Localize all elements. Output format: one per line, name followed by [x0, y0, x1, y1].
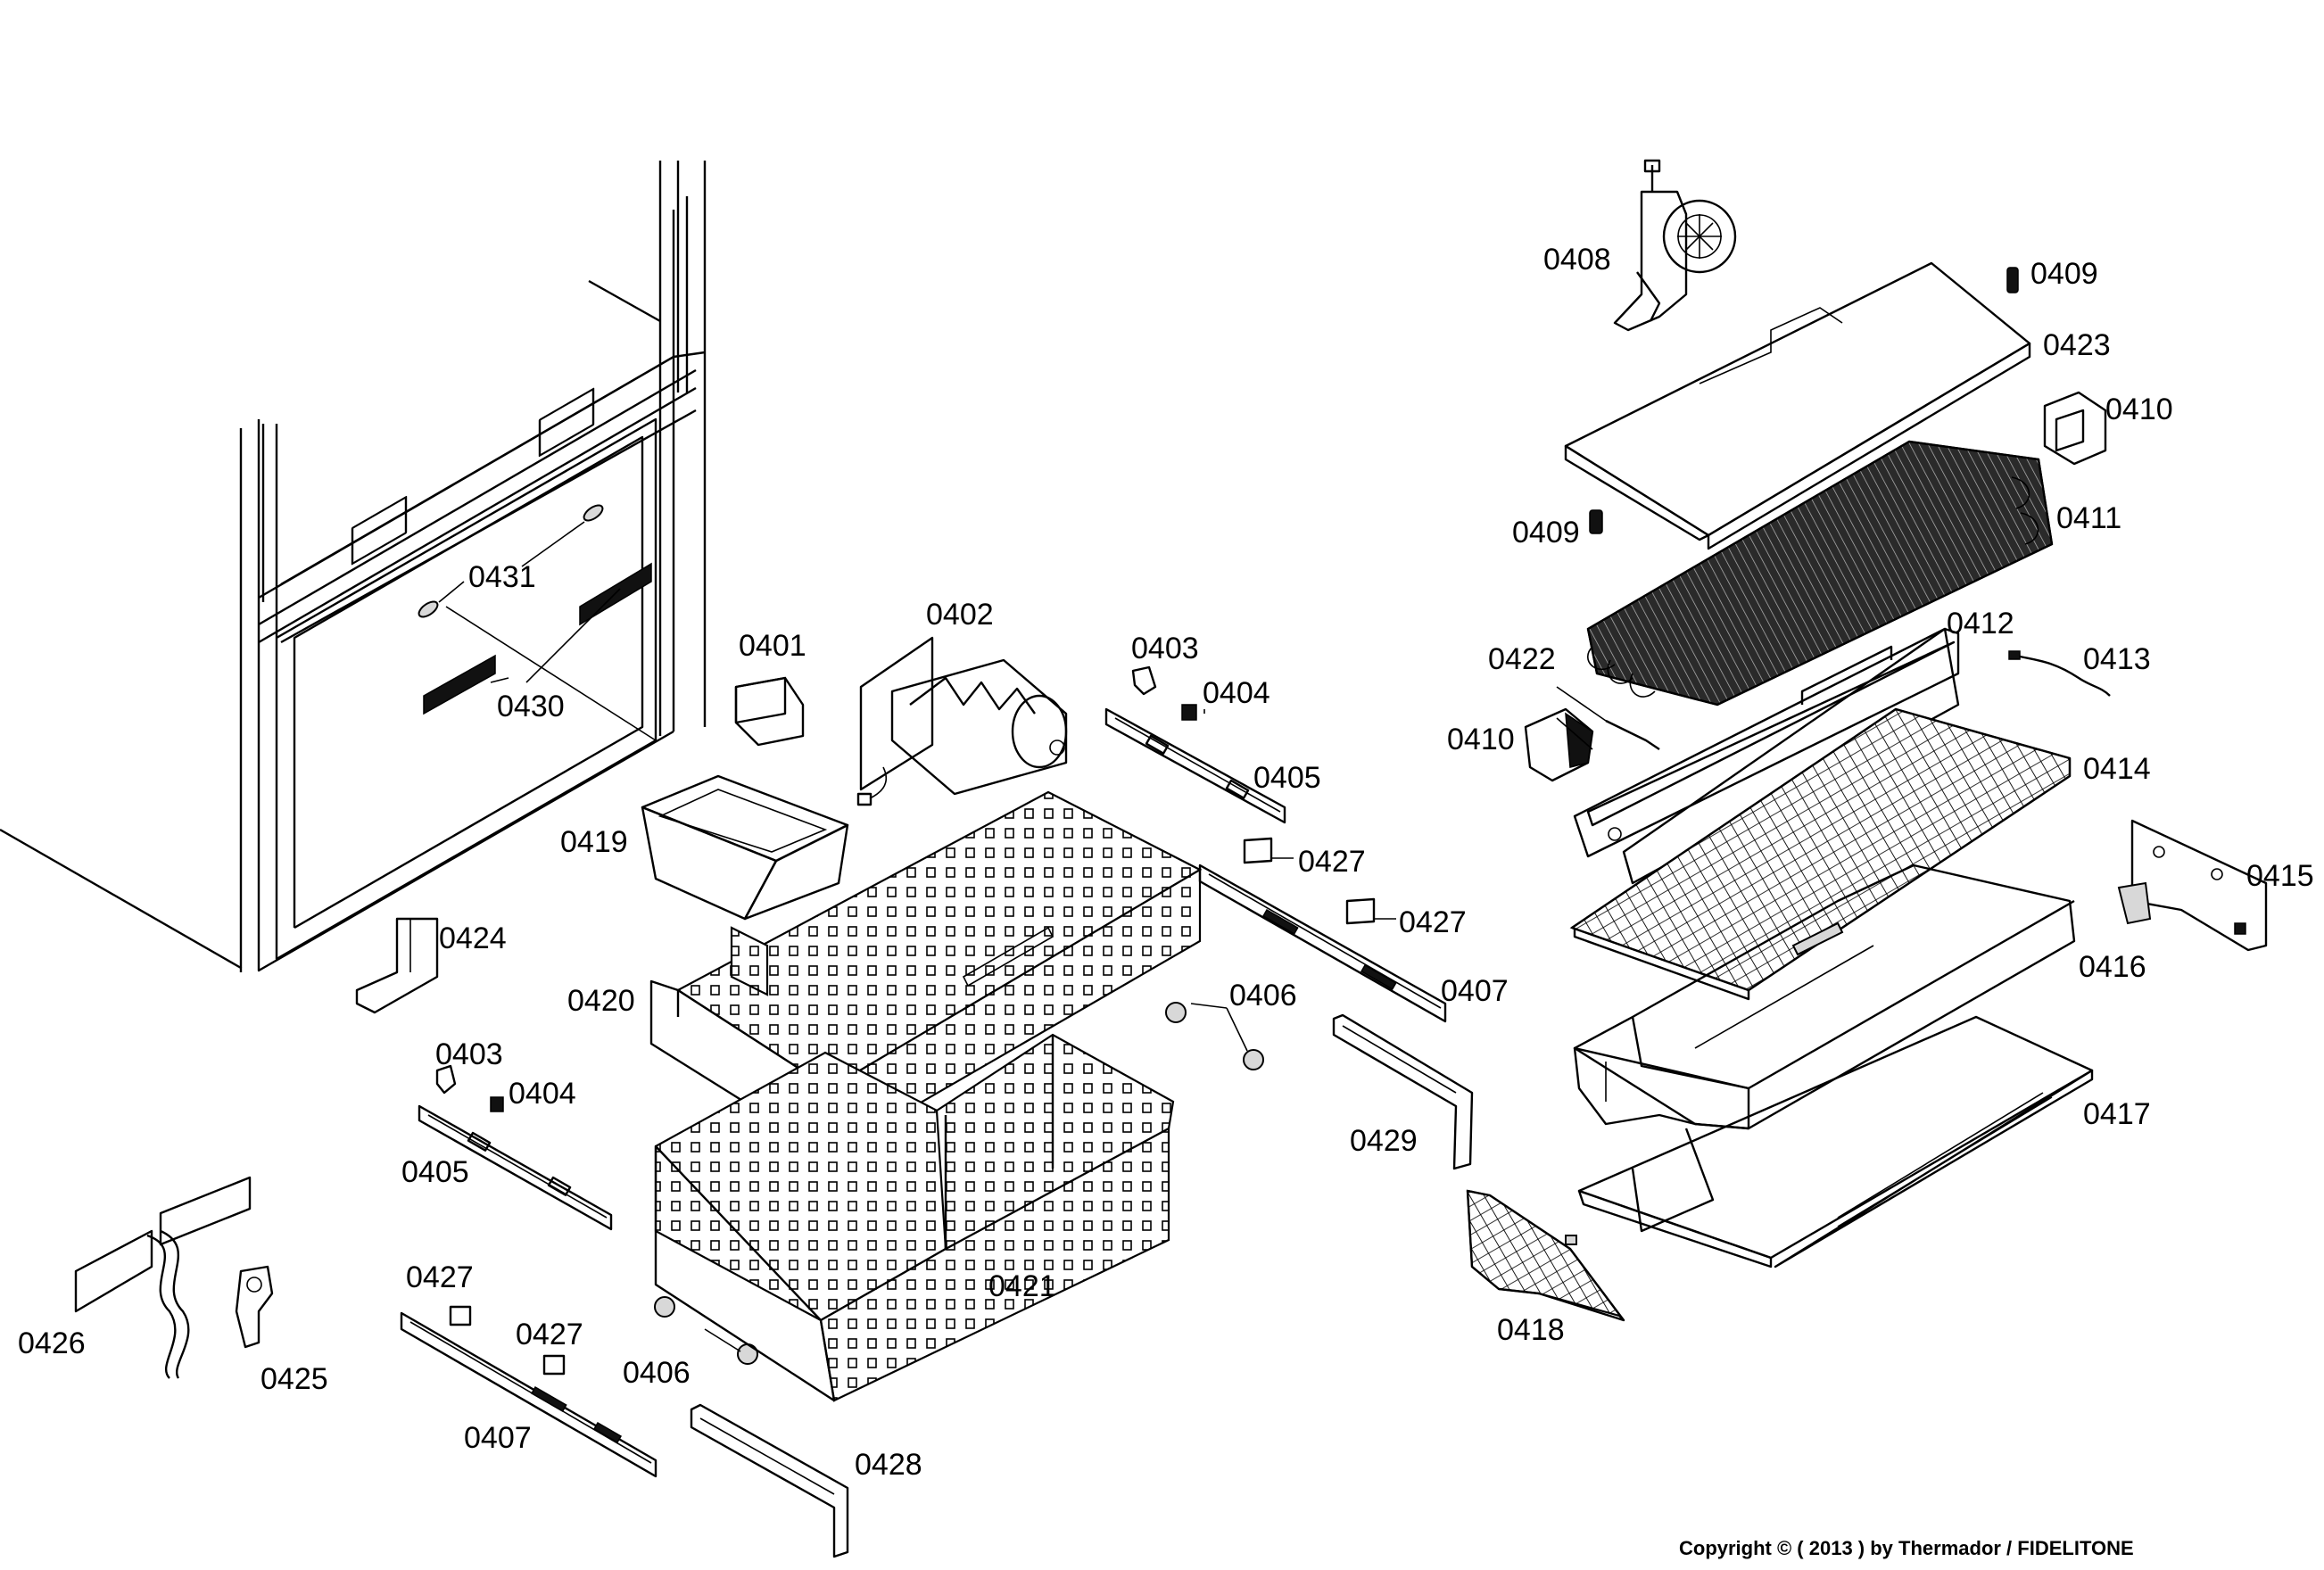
label-0420: 0420 [567, 984, 635, 1018]
part-0423-cover [1564, 261, 2031, 550]
label-0424: 0424 [439, 921, 507, 955]
part-0416-housing [1573, 864, 2076, 1130]
part-0413-sensor [2008, 650, 2111, 697]
part-0409-side [1589, 509, 1603, 534]
part-0404-left [490, 1096, 504, 1112]
label-0403-right: 0403 [1131, 632, 1199, 665]
leader-lines [1203, 709, 1593, 750]
label-0401: 0401 [739, 629, 806, 663]
label-0427-left-b: 0427 [516, 1318, 583, 1351]
label-0410-top: 0410 [2105, 392, 2173, 426]
label-0415: 0415 [2246, 859, 2314, 893]
label-0407-left: 0407 [464, 1421, 532, 1455]
label-0405-right: 0405 [1253, 761, 1321, 795]
part-0430-vents [423, 562, 652, 715]
label-0431: 0431 [468, 560, 536, 594]
part-0427-clips-left [449, 1305, 566, 1376]
part-0425-clip [235, 1265, 274, 1349]
label-0416: 0416 [2079, 950, 2146, 984]
label-0423: 0423 [2043, 328, 2111, 362]
part-0419-bucket [641, 774, 849, 921]
part-0403-left [435, 1064, 457, 1095]
label-0427-left-a: 0427 [406, 1260, 474, 1294]
part-0405-rail-left [418, 1104, 613, 1231]
label-0421: 0421 [988, 1269, 1056, 1303]
label-0419: 0419 [560, 825, 628, 859]
label-0405-left: 0405 [401, 1155, 469, 1189]
label-0427-right-a: 0427 [1298, 845, 1366, 879]
label-0406-right: 0406 [1229, 979, 1297, 1012]
label-0404-left: 0404 [509, 1077, 576, 1111]
part-0426-heater [74, 1176, 252, 1379]
part-0402-icemaker [856, 636, 1068, 806]
label-0409-side: 0409 [1512, 516, 1580, 550]
label-0426: 0426 [18, 1326, 86, 1360]
part-0404-right [1181, 704, 1197, 721]
label-0404-right: 0404 [1203, 676, 1270, 710]
part-0421-lower-basket [654, 1033, 1175, 1402]
part-0403-right [1131, 665, 1157, 696]
part-0428-rail [690, 1403, 849, 1558]
part-0408-fan [1613, 159, 1737, 332]
label-0425: 0425 [261, 1362, 328, 1396]
part-0424-bracket [355, 917, 439, 1014]
label-0413: 0413 [2083, 642, 2151, 676]
part-0431-screws [418, 504, 604, 618]
part-0406-feet [654, 1002, 1264, 1365]
label-0408: 0408 [1543, 243, 1611, 277]
label-0414: 0414 [2083, 752, 2151, 786]
label-0430: 0430 [497, 690, 565, 723]
label-0429: 0429 [1350, 1124, 1418, 1158]
label-0412: 0412 [1947, 607, 2014, 640]
label-0409-top: 0409 [2030, 257, 2098, 291]
part-0409-top [2006, 267, 2019, 293]
part-0429-rail [1332, 1013, 1474, 1170]
part-0405-rail-right [1104, 707, 1286, 824]
part-0407-rail-right [1198, 864, 1447, 1023]
label-0407-right: 0407 [1441, 974, 1509, 1008]
part-0411-evaporator [1586, 440, 2054, 706]
part-labels: 0401 0402 0403 0404 0405 0406 0407 0408 … [18, 243, 2314, 1482]
label-0422: 0422 [1488, 642, 1556, 676]
label-0417: 0417 [2083, 1097, 2151, 1131]
part-0420-upper-basket [649, 790, 1203, 1157]
label-0428: 0428 [855, 1448, 922, 1482]
part-0422-sensor [1556, 686, 1660, 750]
label-0411: 0411 [2056, 501, 2121, 535]
part-0418-shroud [1466, 1189, 1625, 1322]
label-0402: 0402 [926, 598, 994, 632]
part-0412-drain-channel [1573, 627, 1960, 885]
label-0410-side: 0410 [1447, 723, 1515, 756]
label-0427-right-b: 0427 [1399, 905, 1467, 939]
part-0415-bracket [2117, 819, 2268, 952]
part-0417-panel [1577, 1015, 2094, 1268]
part-0427-clips-right [1243, 837, 1396, 925]
part-0410-top-bracket [2043, 391, 2107, 466]
part-0407-rail-left [400, 1311, 658, 1478]
refrigerator-cabinet [0, 161, 707, 972]
part-0401-switch [734, 676, 805, 747]
label-0406-left: 0406 [623, 1356, 691, 1390]
label-0418: 0418 [1497, 1313, 1565, 1347]
label-0403-left: 0403 [435, 1037, 503, 1071]
part-0410-side-bracket [1524, 707, 1594, 782]
part-0414-heater-grate [1569, 707, 2072, 1001]
copyright-notice: Copyright © ( 2013 ) by Thermador / FIDE… [1679, 1537, 2134, 1559]
